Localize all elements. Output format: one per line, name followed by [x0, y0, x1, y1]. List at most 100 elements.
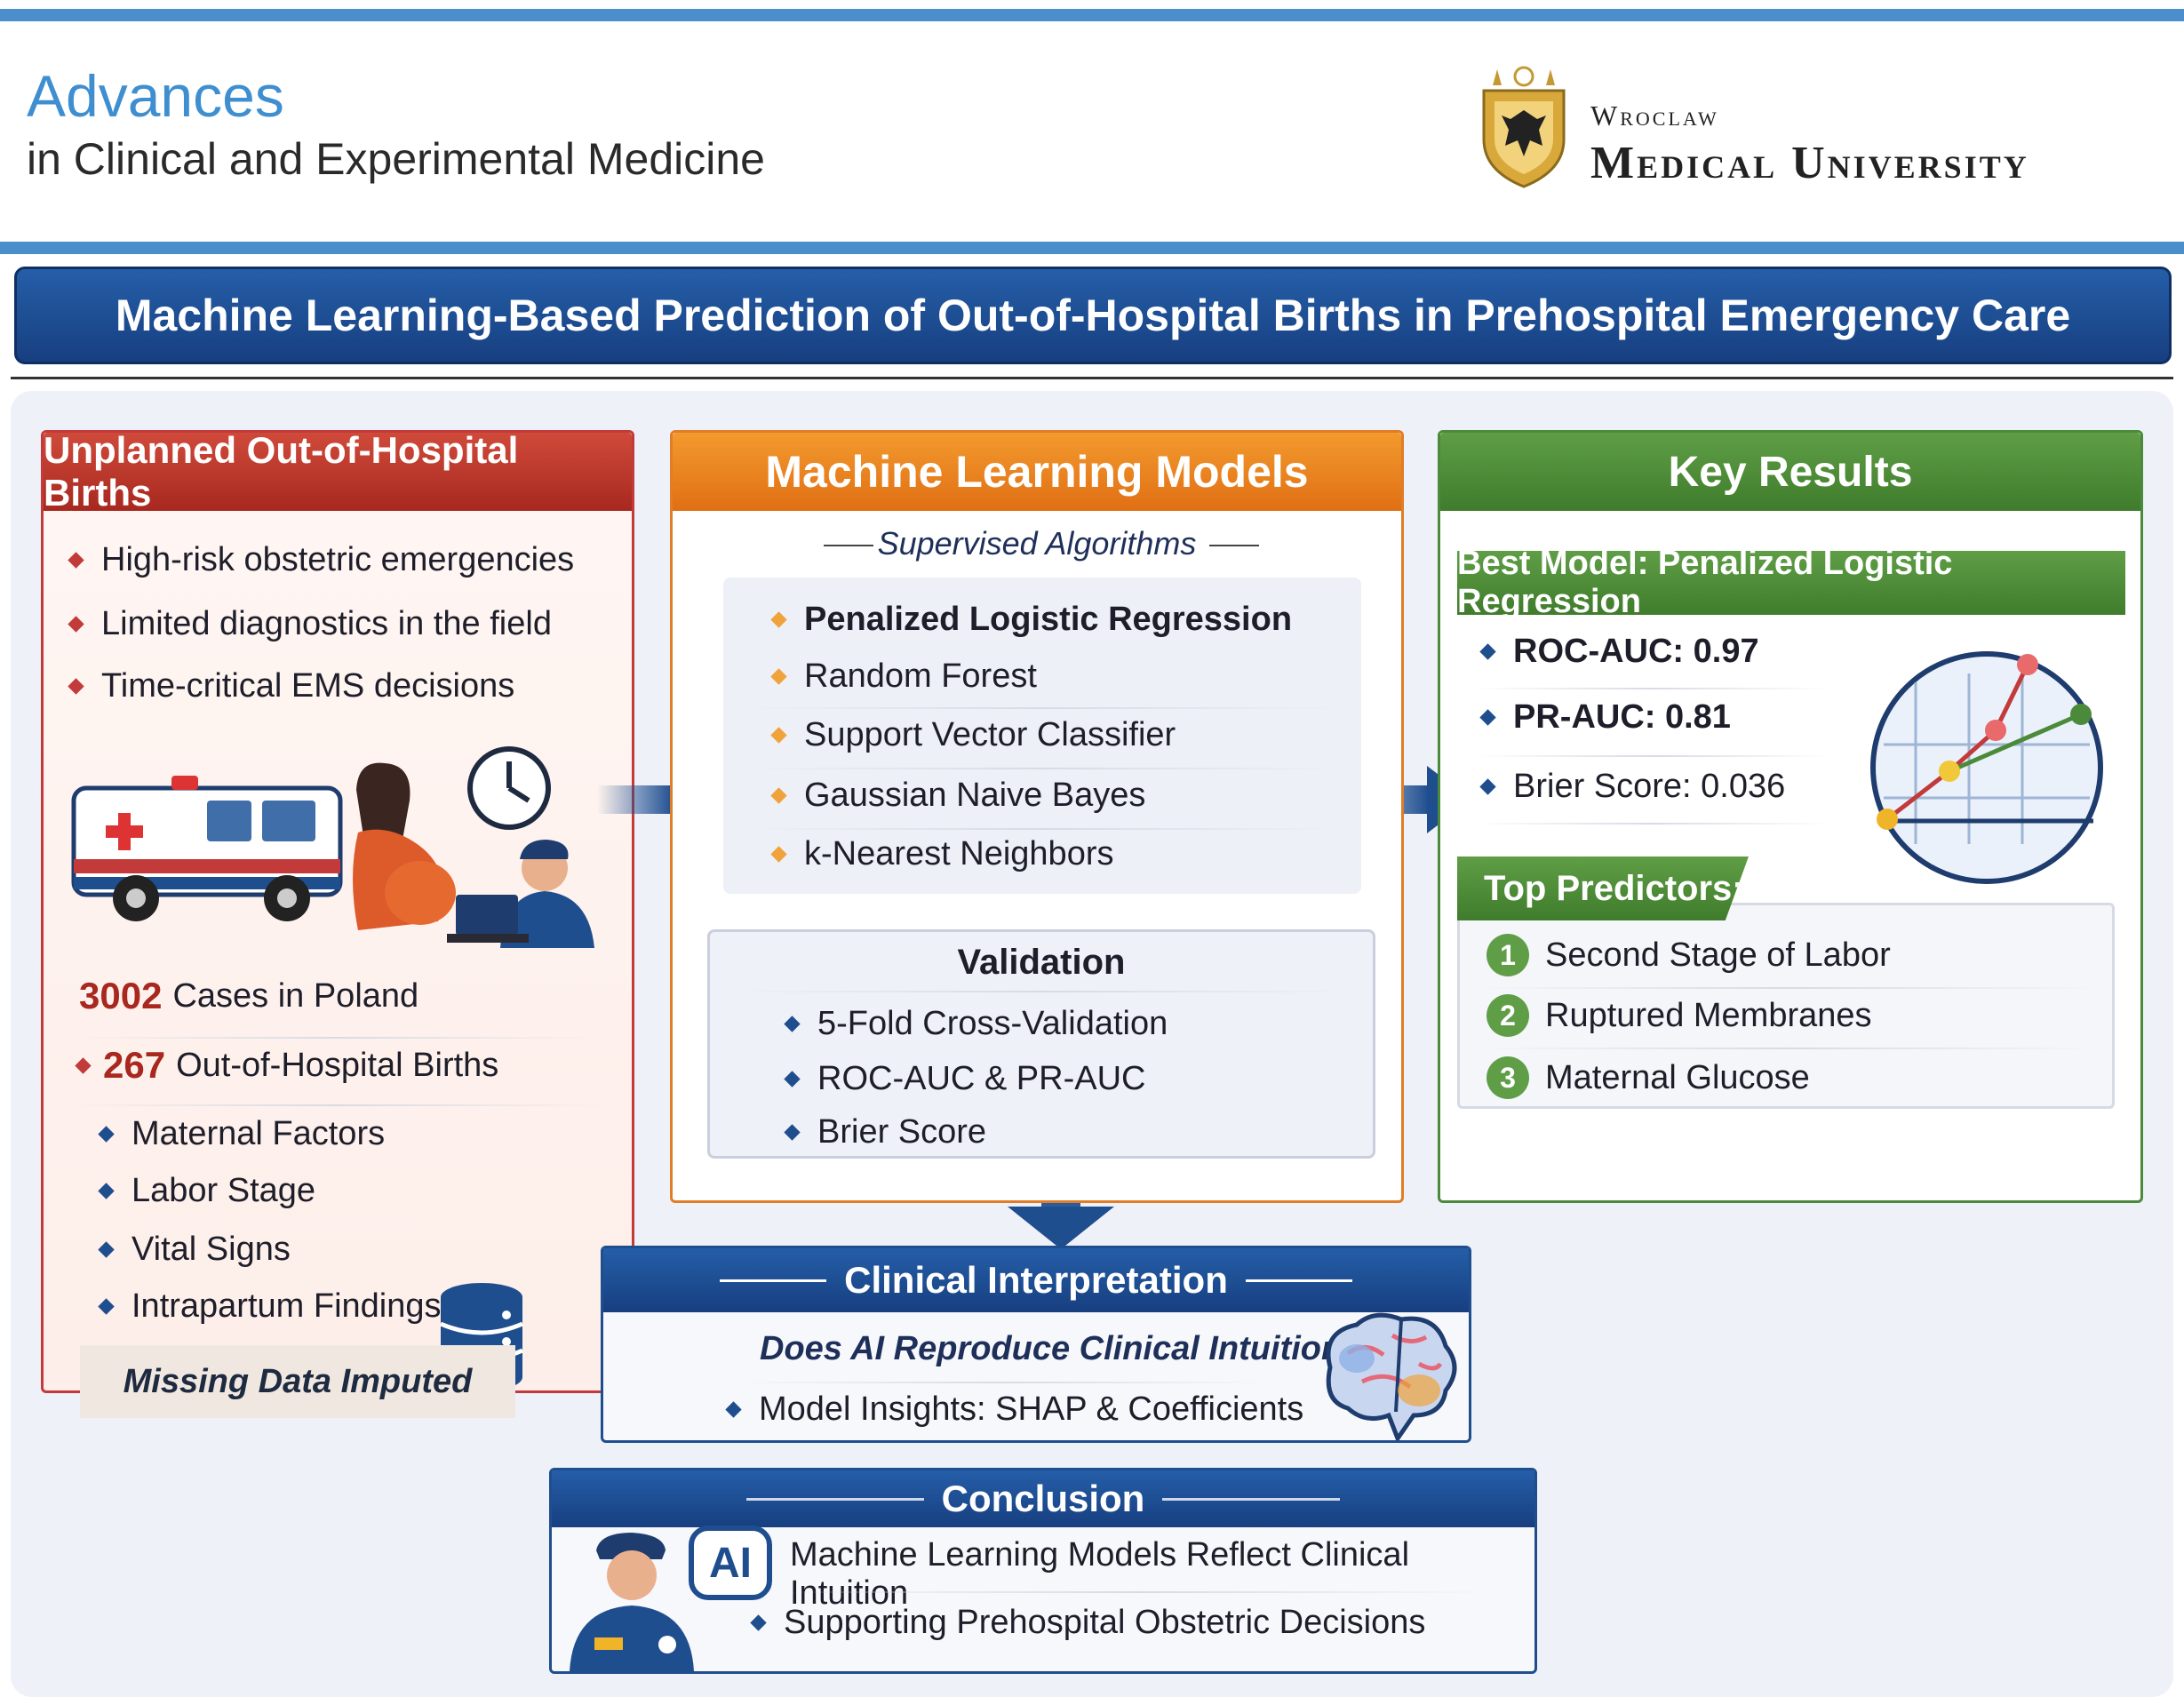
metric-item: Brier Score: 0.036 — [1479, 768, 1786, 806]
journal-subtitle: in Clinical and Experimental Medicine — [27, 134, 765, 184]
divider — [750, 707, 1336, 709]
title-divider — [11, 377, 2173, 379]
births-count-label: Out-of-Hospital Births — [176, 1046, 499, 1084]
divider — [737, 1382, 1270, 1383]
case-count-number: 3002 — [79, 975, 163, 1016]
list-item: Random Forest — [770, 657, 1037, 696]
paramedic-icon — [570, 1533, 694, 1671]
predictors-heading: Top Predictors: — [1457, 856, 1749, 920]
divider — [1162, 1497, 1341, 1501]
divider — [737, 991, 1350, 992]
births-panel: Unplanned Out-of-Hospital Births High-ri… — [41, 429, 634, 1393]
conclusion-header: Conclusion — [552, 1470, 1534, 1527]
list-item: Gaussian Naive Bayes — [770, 777, 1146, 815]
algorithms-subheading: Supervised Algorithms — [877, 525, 1197, 562]
metric-label: Brier Score: 0.036 — [1513, 768, 1786, 805]
births-panel-heading: Unplanned Out-of-Hospital Births — [44, 429, 632, 514]
divider — [70, 1104, 603, 1106]
university-logo: Wroclaw Medical University — [1475, 64, 2184, 197]
predictor-item: 1 Second Stage of Labor — [1487, 934, 1891, 976]
insight-label: Model Insights: SHAP & Coefficients — [759, 1390, 1304, 1428]
list-item: k-Nearest Neighbors — [770, 835, 1114, 873]
divider — [1475, 823, 1830, 825]
factor-label: Labor Stage — [132, 1172, 316, 1209]
divider — [1209, 545, 1259, 546]
missing-data-note: Missing Data Imputed — [80, 1345, 515, 1418]
predictor-rank: 1 — [1487, 934, 1529, 976]
university-crest-icon — [1482, 66, 1566, 188]
factor-label: Maternal Factors — [132, 1115, 386, 1152]
divider — [750, 768, 1336, 769]
top-rule — [0, 9, 2184, 21]
list-item: Penalized Logistic Regression — [770, 601, 1293, 639]
journal-title: Advances — [27, 63, 284, 129]
factor-label: Vital Signs — [132, 1231, 291, 1268]
university-city: Wroclaw — [1590, 100, 1719, 131]
algorithm-label: Support Vector Classifier — [804, 716, 1176, 753]
divider — [70, 1037, 603, 1039]
validation-label: 5-Fold Cross-Validation — [817, 1005, 1168, 1042]
list-item-label: Limited diagnostics in the field — [101, 605, 552, 642]
divider — [1475, 755, 1830, 757]
main-title: Machine Learning-Based Prediction of Out… — [115, 291, 2071, 340]
ai-badge: AI — [689, 1526, 772, 1600]
predictor-label: Second Stage of Labor — [1545, 936, 1891, 974]
divider — [1475, 688, 1830, 689]
list-item: Support Vector Classifier — [770, 716, 1176, 754]
factor-item: Vital Signs — [98, 1231, 291, 1269]
title-banner: Machine Learning-Based Prediction of Out… — [14, 267, 2172, 364]
list-item: Time-critical EMS decisions — [68, 667, 515, 705]
metric-item: ROC-AUC: 0.97 — [1479, 633, 1759, 671]
algorithm-label: k-Nearest Neighbors — [804, 835, 1114, 872]
models-panel-heading: Machine Learning Models — [673, 433, 1401, 511]
validation-label: Brier Score — [817, 1113, 987, 1151]
metric-label: PR-AUC: 0.81 — [1513, 698, 1731, 736]
births-count: 267 Out-of-Hospital Births — [75, 1044, 499, 1087]
list-item-label: Time-critical EMS decisions — [101, 667, 515, 705]
divider — [745, 1497, 924, 1501]
divider — [783, 1591, 1494, 1593]
algorithm-label: Penalized Logistic Regression — [804, 601, 1293, 638]
predictor-rank: 3 — [1487, 1056, 1529, 1099]
roc-curve-icon — [1870, 651, 2103, 884]
clock-icon — [467, 746, 551, 830]
brain-icon — [1326, 1312, 1457, 1440]
algorithm-label: Gaussian Naive Bayes — [804, 777, 1146, 814]
results-panel-heading: Key Results — [1440, 433, 2140, 511]
list-item: 5-Fold Cross-Validation — [784, 1005, 1168, 1043]
metric-label: ROC-AUC: 0.97 — [1513, 633, 1759, 670]
factor-item: Intrapartum Findings — [98, 1287, 442, 1326]
interpretation-question: Does AI Reproduce Clinical Intuition? — [760, 1330, 1363, 1367]
predictor-label: Ruptured Membranes — [1545, 996, 1872, 1034]
conclusion-line-1: Machine Learning Models Reflect Clinical… — [790, 1536, 1410, 1612]
predictor-item: 2 Ruptured Membranes — [1487, 994, 1872, 1037]
predictor-item: 3 Maternal Glucose — [1487, 1056, 1810, 1099]
divider — [1478, 987, 2100, 989]
case-count-label: Cases in Poland — [172, 976, 419, 1015]
conclusion-line-2: Supporting Prehospital Obstetric Decisio… — [784, 1604, 1426, 1641]
emergency-scene-illustration — [71, 746, 594, 948]
pregnant-woman-icon — [353, 762, 456, 930]
header-rule — [0, 242, 2184, 254]
predictor-rank: 2 — [1487, 994, 1529, 1037]
interpretation-header: Clinical Interpretation — [603, 1248, 1469, 1312]
university-name: Medical University — [1590, 138, 2029, 188]
interpretation-heading: Clinical Interpretation — [844, 1259, 1228, 1301]
factor-item: Maternal Factors — [98, 1115, 386, 1153]
conclusion-heading: Conclusion — [941, 1478, 1145, 1519]
best-model-banner: Best Model: Penalized Logistic Regressio… — [1457, 545, 2125, 620]
predictors-list: 1 Second Stage of Labor 2 Ruptured Membran… — [1457, 903, 2115, 1109]
divider — [750, 828, 1336, 830]
conclusion-item: Supporting Prehospital Obstetric Decisio… — [750, 1604, 1426, 1642]
ambulance-icon — [71, 776, 343, 921]
factor-label: Intrapartum Findings — [132, 1287, 442, 1325]
predictor-label: Maternal Glucose — [1545, 1058, 1810, 1096]
conclusion-panel: Conclusion AI Machine Learning Models Re… — [549, 1468, 1537, 1674]
divider — [720, 1279, 827, 1282]
births-count-number: 267 — [103, 1044, 166, 1086]
divider — [1245, 1279, 1352, 1282]
interpretation-panel: Clinical Interpretation Does AI Reproduc… — [601, 1246, 1471, 1443]
divider — [824, 545, 873, 546]
